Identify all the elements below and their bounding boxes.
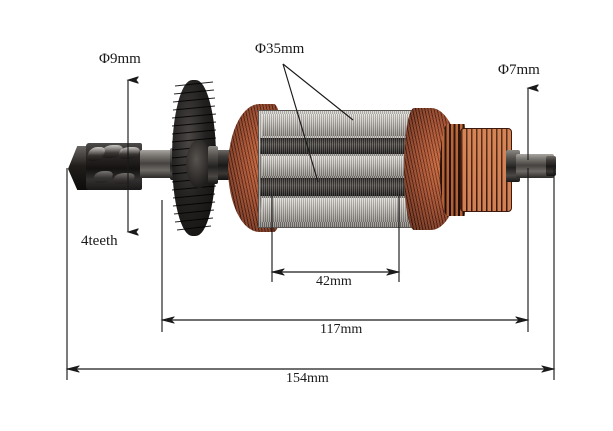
- label-phi9: Φ9mm: [99, 51, 141, 67]
- label-phi7: Φ7mm: [498, 62, 540, 78]
- drill-bit-flutes: [85, 143, 142, 190]
- gear-hub: [186, 140, 212, 188]
- label-dim-154: 154mm: [286, 371, 329, 386]
- core-lamination-band-bottom: [262, 198, 412, 222]
- core-lamination-band-top: [262, 114, 412, 136]
- bearing-collar-left: [208, 146, 218, 184]
- core-lamination-band-mid: [262, 156, 414, 176]
- core-slot-lower: [260, 178, 416, 196]
- label-4teeth: 4teeth: [81, 233, 118, 249]
- core-slot-upper: [260, 138, 416, 154]
- drill-bit-tip: [68, 146, 90, 190]
- label-phi35: Φ35mm: [255, 41, 305, 57]
- label-dim-117: 117mm: [320, 322, 363, 337]
- commutator: [460, 128, 512, 212]
- label-dim-42: 42mm: [316, 274, 352, 289]
- shaft-right-tip: [546, 156, 556, 176]
